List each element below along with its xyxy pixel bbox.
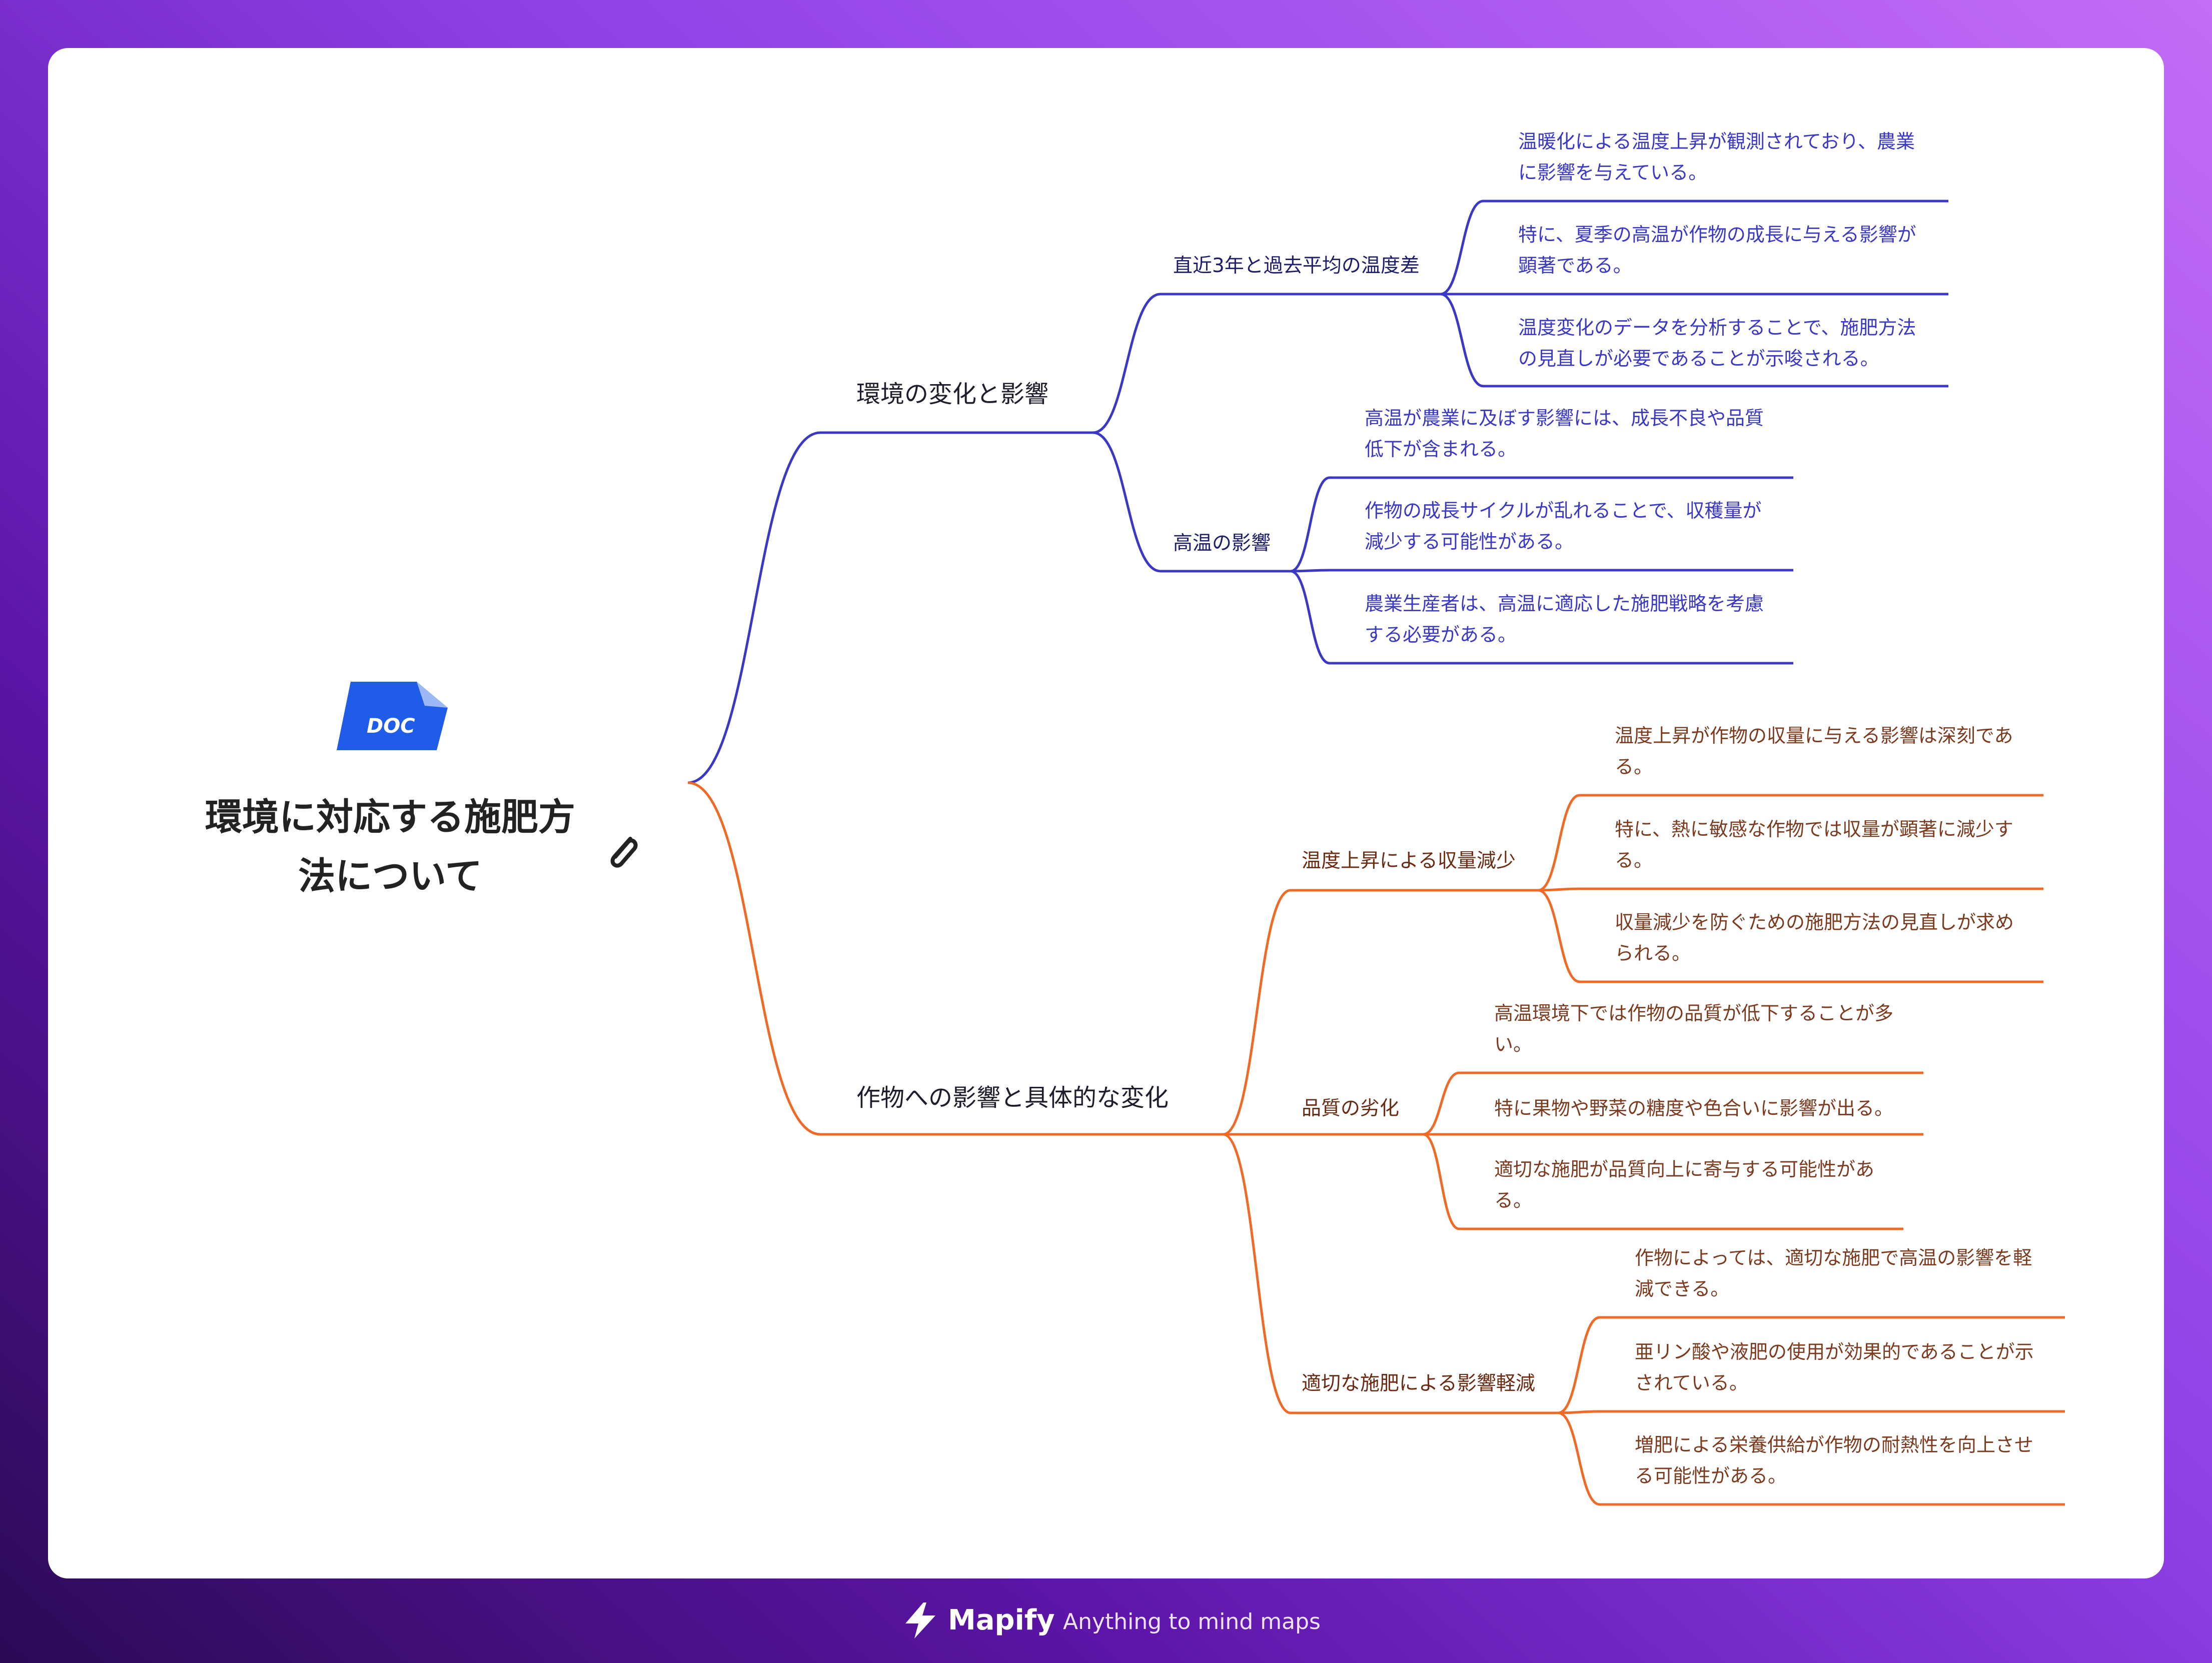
subtopic[interactable]: 品質の劣化 — [1302, 1097, 1400, 1120]
leaf-note[interactable]: 亜リン酸や液肥の使用が効果的であることが示されている。 — [1635, 1336, 2034, 1398]
root-topic-line-2: 法について — [298, 855, 482, 898]
leaf-text-line: 亜リン酸や液肥の使用が効果的であることが示 — [1635, 1341, 2034, 1363]
branch-topic[interactable]: 環境の変化と影響 — [856, 380, 1049, 408]
leaf-note[interactable]: 温度上昇が作物の収量に与える影響は深刻である。 — [1615, 720, 2013, 782]
leaf-note[interactable]: 作物によっては、適切な施肥で高温の影響を軽減できる。 — [1635, 1242, 2032, 1304]
root-topic[interactable]: 環境に対応する施肥方 法について — [165, 788, 615, 906]
leaf-text-line: 低下が含まれる。 — [1365, 438, 1517, 460]
leaf-connector — [1538, 887, 1580, 892]
doc-file-icon: DOC — [337, 682, 448, 750]
leaf-connector — [1423, 1071, 1460, 1136]
leaf-text-line: 収量減少を防ぐための施肥方法の見直しが求め — [1615, 911, 2014, 933]
mind-map-canvas — [48, 48, 2164, 1578]
leaf-note[interactable]: 適切な施肥が品質向上に寄与する可能性がある。 — [1494, 1154, 1874, 1216]
root-topic-line-1: 環境に対応する施肥方 — [205, 796, 575, 839]
leaf-text-line: る。 — [1494, 1189, 1533, 1211]
leaf-text-line: 温暖化による温度上昇が観測されており、農業 — [1518, 131, 1915, 153]
branch-connector — [687, 431, 821, 784]
leaf-text-line: 作物によっては、適切な施肥で高温の影響を軽 — [1635, 1247, 2032, 1269]
leaf-connector — [1538, 794, 1580, 892]
leaf-note[interactable]: 収量減少を防ぐための施肥方法の見直しが求められる。 — [1615, 907, 2014, 969]
subtopic-connector — [1223, 889, 1291, 1136]
leaf-text-line: 作物の成長サイクルが乱れることで、収穫量が — [1365, 500, 1762, 522]
leaf-connector — [1538, 889, 1580, 983]
leaf-note[interactable]: 特に、熱に敏感な作物では収量が顕著に減少する。 — [1615, 814, 2013, 876]
leaf-text-line: 農業生産者は、高温に適応した施肥戦略を考慮 — [1365, 593, 1764, 615]
leaf-text-line: 温度変化のデータを分析することで、施肥方法 — [1518, 317, 1916, 339]
leaf-text-line: る。 — [1615, 849, 1653, 871]
subtopic-connector — [1092, 431, 1161, 573]
subtopic[interactable]: 適切な施肥による影響軽減 — [1302, 1372, 1535, 1395]
branch-topic[interactable]: 作物への影響と具体的な変化 — [856, 1084, 1169, 1112]
subtopic-connector — [1092, 293, 1161, 434]
leaf-note[interactable]: 増肥による栄養供給が作物の耐熱性を向上させる可能性がある。 — [1635, 1429, 2033, 1491]
leaf-text-line: い。 — [1494, 1033, 1533, 1055]
leaf-connector — [1290, 570, 1330, 665]
mapify-bolt-logo-icon — [905, 1602, 935, 1638]
subtopic[interactable]: 直近3年と過去平均の温度差 — [1173, 255, 1420, 277]
leaf-connector — [1423, 1133, 1460, 1230]
leaf-text-line: られる。 — [1615, 942, 1691, 964]
leaf-text-line: る。 — [1615, 756, 1653, 778]
leaf-text-line: 特に、夏季の高温が作物の成長に与える影響が — [1518, 224, 1916, 246]
leaf-connector — [1440, 200, 1484, 296]
leaf-connector — [1440, 293, 1484, 388]
leaf-note[interactable]: 高温環境下では作物の品質が低下することが多い。 — [1494, 998, 1893, 1060]
leaf-text-line: 高温環境下では作物の品質が低下することが多 — [1494, 1002, 1894, 1024]
leaf-note[interactable]: 高温が農業に及ぼす影響には、成長不良や品質低下が含まれる。 — [1365, 403, 1764, 465]
leaf-note[interactable]: 温度変化のデータを分析することで、施肥方法の見直しが必要であることが示唆される。 — [1518, 312, 1916, 374]
leaf-text-line: に影響を与えている。 — [1518, 162, 1708, 184]
leaf-note[interactable]: 農業生産者は、高温に適応した施肥戦略を考慮する必要がある。 — [1365, 588, 1764, 650]
leaf-text-line: 顕著である。 — [1518, 255, 1632, 277]
branch-connector — [687, 781, 821, 1136]
leaf-connector — [1290, 476, 1330, 573]
leaf-text-line: 減少する可能性がある。 — [1365, 531, 1574, 553]
leaf-text-line: 減できる。 — [1635, 1278, 1730, 1300]
attachment-paperclip-icon[interactable] — [605, 833, 640, 873]
leaf-note[interactable]: 特に、夏季の高温が作物の成長に与える影響が顕著である。 — [1518, 219, 1916, 281]
leaf-connector — [1558, 1411, 1600, 1506]
leaf-text-line: 特に、熱に敏感な作物では収量が顕著に減少す — [1615, 818, 2013, 840]
leaf-connector — [1290, 569, 1330, 573]
leaf-text-line: 適切な施肥が品質向上に寄与する可能性があ — [1494, 1158, 1875, 1180]
subtopic[interactable]: 高温の影響 — [1173, 532, 1271, 555]
footer-tagline: Anything to mind maps — [1063, 1609, 1321, 1634]
leaf-note[interactable]: 温暖化による温度上昇が観測されており、農業に影響を与えている。 — [1518, 126, 1915, 188]
leaf-text-line: 増肥による栄養供給が作物の耐熱性を向上させ — [1635, 1434, 2033, 1456]
leaf-connector — [1558, 1410, 1600, 1414]
leaf-text-line: る可能性がある。 — [1635, 1465, 1787, 1487]
leaf-note[interactable]: 作物の成長サイクルが乱れることで、収穫量が減少する可能性がある。 — [1365, 495, 1761, 557]
leaf-note[interactable]: 特に果物や野菜の糖度や色合いに影響が出る。 — [1494, 1093, 1893, 1124]
leaf-text-line: の見直しが必要であることが示唆される。 — [1518, 348, 1879, 370]
leaf-text-line: されている。 — [1635, 1372, 1748, 1394]
leaf-connector — [1558, 1316, 1600, 1414]
leaf-text-line: 温度上昇が作物の収量に与える影響は深刻であ — [1615, 725, 2013, 747]
doc-badge-label: DOC — [367, 715, 415, 738]
subtopic-connector — [1223, 1133, 1291, 1414]
leaf-text-line: 高温が農業に及ぼす影響には、成長不良や品質 — [1365, 407, 1764, 429]
leaf-text-line: する必要がある。 — [1365, 624, 1517, 646]
leaf-text-line: 特に果物や野菜の糖度や色合いに影響が出る。 — [1494, 1097, 1894, 1119]
subtopic[interactable]: 温度上昇による収量減少 — [1302, 850, 1516, 872]
footer-brand[interactable]: Mapify — [948, 1604, 1055, 1636]
